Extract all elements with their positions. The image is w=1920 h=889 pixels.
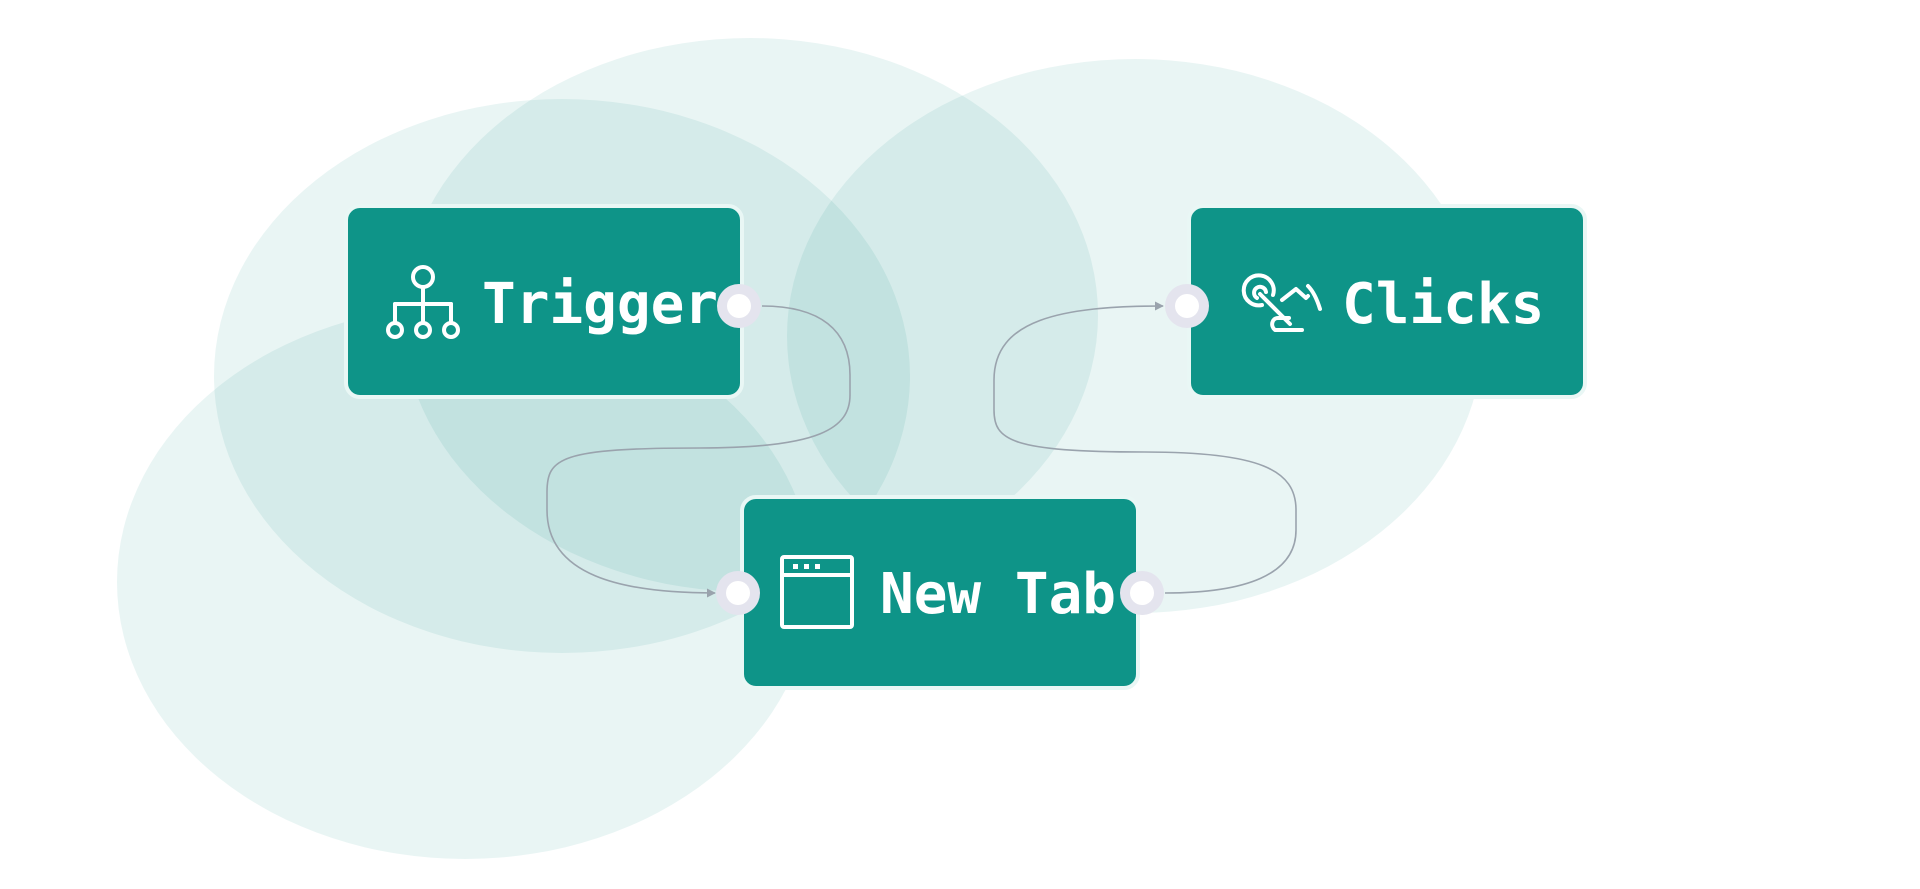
node-new-tab-output-port[interactable] — [1120, 571, 1164, 615]
node-trigger-output-port[interactable] — [717, 284, 761, 328]
node-clicks-input-port[interactable] — [1165, 284, 1209, 328]
background-blobs — [117, 38, 1483, 859]
node-trigger[interactable]: Trigger — [344, 204, 761, 399]
node-clicks[interactable]: Clicks — [1165, 204, 1587, 399]
node-new-tab-label: New Tab — [880, 562, 1116, 627]
background-blob — [117, 305, 813, 859]
connectors — [546, 301, 1297, 598]
connector-trigger-to-new-tab — [546, 305, 851, 598]
background-blob — [787, 59, 1483, 613]
click-gesture-icon — [1241, 273, 1322, 332]
browser-window-icon — [780, 555, 854, 629]
node-new-tab-input-port[interactable] — [716, 571, 760, 615]
sitemap-icon — [386, 265, 460, 339]
node-new-tab[interactable]: New Tab — [716, 495, 1164, 690]
node-trigger-label: Trigger — [482, 272, 718, 337]
node-clicks-label: Clicks — [1342, 272, 1544, 337]
connector-new-tab-to-clicks — [993, 301, 1297, 594]
